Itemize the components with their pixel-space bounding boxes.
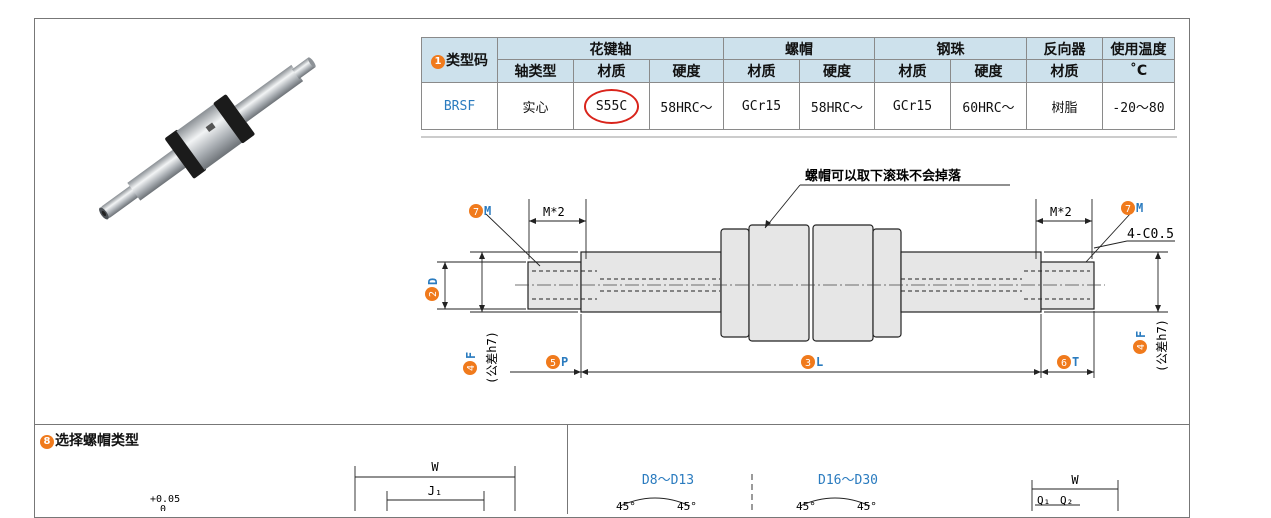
s8-angle-1: 45° bbox=[616, 500, 636, 511]
group-temp: 使用温度 bbox=[1102, 37, 1175, 60]
badge-2-num: 2 bbox=[428, 291, 439, 297]
tolerance-right: (公差h7) bbox=[1155, 319, 1169, 372]
product-photo bbox=[99, 57, 316, 220]
section-divider-vertical bbox=[567, 424, 568, 514]
s8-tol-plus: +0.05 bbox=[150, 494, 180, 505]
s8-j1-label: J₁ bbox=[428, 484, 442, 498]
sub-material: 材质 bbox=[874, 59, 951, 83]
l-label: L bbox=[816, 355, 823, 369]
s8-angle-2: 45° bbox=[677, 500, 697, 511]
group-ball: 钢珠 bbox=[874, 37, 1027, 60]
badge-3 bbox=[801, 355, 815, 369]
cell-nut-hardness: 58HRC～ bbox=[799, 82, 875, 130]
badge-1: 1 bbox=[431, 55, 445, 69]
section-8-title-text: 选择螺帽类型 bbox=[55, 433, 139, 449]
shaft-body-left bbox=[580, 251, 722, 313]
badge-4-left-num: 4 bbox=[466, 365, 477, 371]
badge-6-num: 6 bbox=[1061, 358, 1067, 369]
cell-temp-range: -20～80 bbox=[1102, 82, 1175, 130]
type-code-label: 类型码 bbox=[446, 53, 488, 69]
badge-4-right-num: 4 bbox=[1136, 344, 1147, 350]
group-spline-shaft: 花键轴 bbox=[497, 37, 724, 60]
shaft-end-left bbox=[527, 261, 582, 310]
f-label-left: F bbox=[464, 352, 478, 359]
badge-7-left-num: 7 bbox=[473, 207, 479, 218]
t-label: T bbox=[1072, 355, 1079, 369]
m-times-2-right: M*2 bbox=[1050, 205, 1072, 219]
badge-7-right-num: 7 bbox=[1125, 204, 1131, 215]
sub-material: 材质 bbox=[573, 59, 650, 83]
badge-6 bbox=[1057, 355, 1071, 369]
sub-shaft-type: 轴类型 bbox=[497, 59, 574, 83]
sub-hardness: 硬度 bbox=[799, 59, 875, 83]
cell-ball-hardness: 60HRC～ bbox=[950, 82, 1027, 130]
badge-5-num: 5 bbox=[550, 358, 556, 369]
badge-5 bbox=[546, 355, 560, 369]
s8-range-small: D8～D13 bbox=[642, 473, 694, 488]
group-reverser: 反向器 bbox=[1026, 37, 1103, 60]
temp-unit: ˚C bbox=[1102, 59, 1175, 83]
badge-3-num: 3 bbox=[805, 358, 811, 369]
nut-body-right bbox=[812, 224, 874, 342]
p-label: P bbox=[561, 355, 568, 369]
cell-ball-material: GCr15 bbox=[874, 82, 951, 130]
chamfer-label: 4-C0.5 bbox=[1127, 227, 1174, 242]
m-times-2-left: M*2 bbox=[543, 205, 565, 219]
sub-material: 材质 bbox=[723, 59, 800, 83]
s8-w2-label: W bbox=[1071, 473, 1079, 487]
nut-body-left bbox=[748, 224, 810, 342]
badge-4-left bbox=[463, 361, 477, 375]
s8-q2-label: Q₂ bbox=[1060, 494, 1073, 507]
s8-q1-label: Q₁ bbox=[1037, 494, 1050, 507]
badge-7-right bbox=[1121, 201, 1135, 215]
cell-reverser-material: 树脂 bbox=[1026, 82, 1103, 130]
cell-type-code: BRSF bbox=[421, 82, 498, 130]
d-label: D bbox=[426, 278, 440, 285]
sub-hardness: 硬度 bbox=[950, 59, 1027, 83]
cell-shaft-material: S55C bbox=[573, 82, 650, 130]
cell-nut-material: GCr15 bbox=[723, 82, 800, 130]
s8-w-label: W bbox=[431, 460, 439, 474]
badge-8: 8 bbox=[40, 435, 54, 449]
nut-flange-right bbox=[872, 228, 902, 338]
nut-flange-left bbox=[720, 228, 750, 338]
shaft-body-right bbox=[900, 251, 1042, 313]
f-label-right: F bbox=[1134, 331, 1148, 338]
shaft-end-right bbox=[1040, 261, 1095, 310]
sub-hardness: 硬度 bbox=[649, 59, 724, 83]
badge-7-left bbox=[469, 204, 483, 218]
cell-shaft-hardness: 58HRC～ bbox=[649, 82, 724, 130]
badge-4-right bbox=[1133, 340, 1147, 354]
m-label-right: M bbox=[1136, 201, 1143, 215]
s8-range-large: D16～D30 bbox=[818, 473, 878, 488]
s8-angle-3: 45° bbox=[796, 500, 816, 511]
s8-angle-4: 45° bbox=[857, 500, 877, 511]
badge-2 bbox=[425, 287, 439, 301]
nut-note: 螺帽可以取下滚珠不会掉落 bbox=[805, 168, 962, 184]
section-divider bbox=[34, 424, 1190, 425]
s8-tol-zero: 0 bbox=[160, 504, 166, 511]
m-label-left: M bbox=[484, 204, 491, 218]
tolerance-left: (公差h7) bbox=[485, 331, 499, 384]
highlight-circle: S55C bbox=[583, 88, 640, 124]
